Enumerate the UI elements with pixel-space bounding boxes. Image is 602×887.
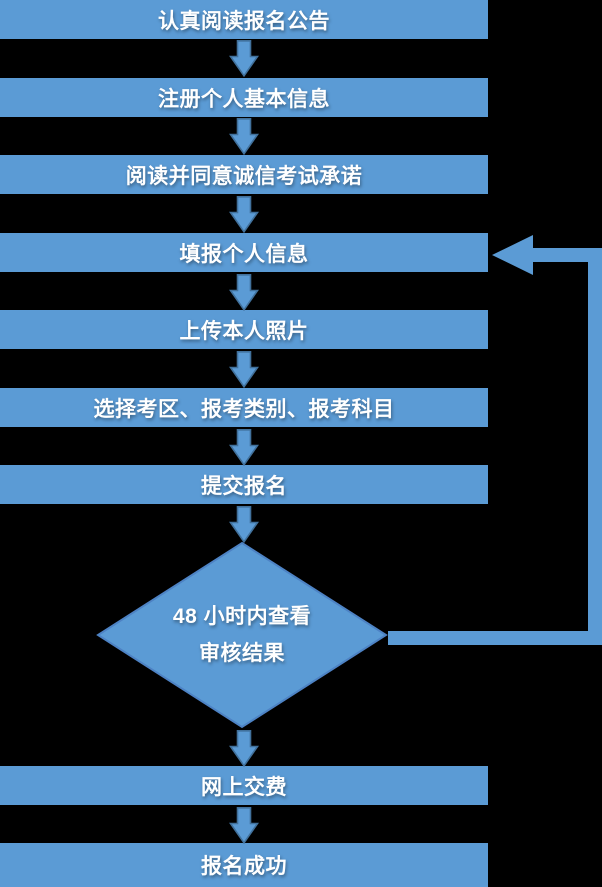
down-arrow-icon bbox=[229, 351, 259, 388]
step-box-registration-success: 报名成功 bbox=[0, 843, 488, 887]
down-arrow-icon bbox=[229, 274, 259, 311]
down-arrow-icon bbox=[229, 196, 259, 233]
down-arrow-icon bbox=[229, 429, 259, 466]
step-box-choose-exam-options: 选择考区、报考类别、报考科目 bbox=[0, 388, 488, 427]
down-arrow-icon bbox=[229, 118, 259, 155]
decision-diamond bbox=[96, 541, 388, 729]
down-arrow-icon bbox=[229, 40, 259, 77]
step-box-register-basic-info: 注册个人基本信息 bbox=[0, 78, 488, 117]
step-box-upload-photo: 上传本人照片 bbox=[0, 310, 488, 349]
decision-label-line2: 审核结果 bbox=[199, 642, 285, 665]
step-box-fill-personal-info: 填报个人信息 bbox=[0, 233, 488, 272]
down-arrow-icon bbox=[229, 807, 259, 844]
decision-label-line1: 48 小时内查看 bbox=[172, 605, 312, 628]
decision-diamond-label: 48 小时内查看 审核结果 bbox=[96, 541, 388, 729]
step-box-agree-integrity-pledge: 阅读并同意诚信考试承诺 bbox=[0, 155, 488, 194]
down-arrow-icon bbox=[229, 730, 259, 767]
step-box-read-announcement: 认真阅读报名公告 bbox=[0, 0, 488, 39]
step-box-pay-online: 网上交费 bbox=[0, 766, 488, 805]
step-box-submit-registration: 提交报名 bbox=[0, 465, 488, 504]
down-arrow-icon bbox=[229, 506, 259, 543]
